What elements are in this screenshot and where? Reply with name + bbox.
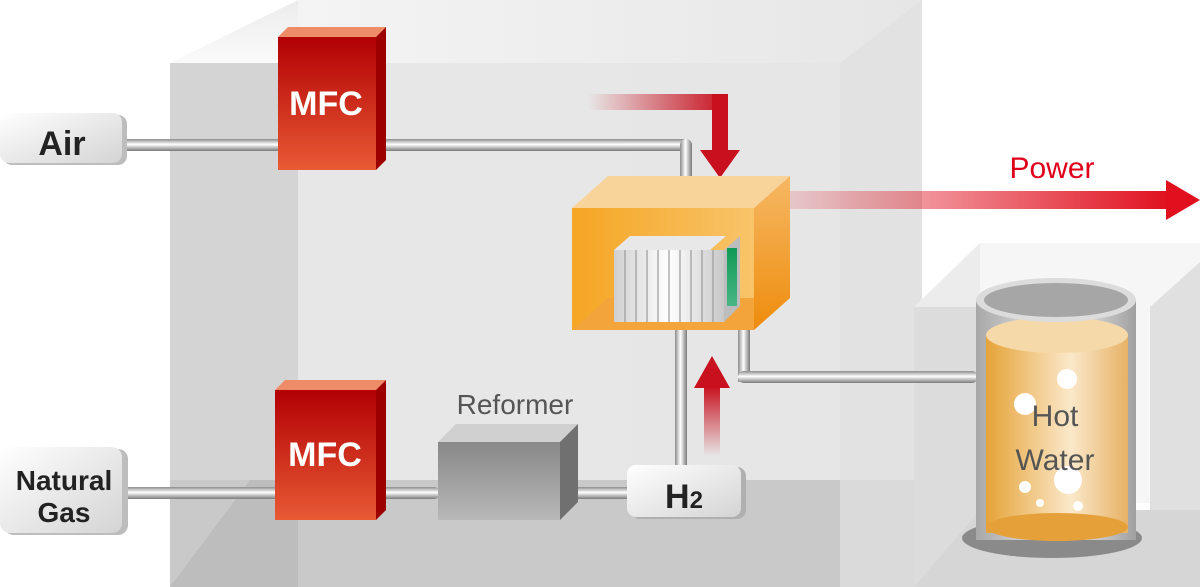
cell-stack [614, 236, 740, 322]
air-input-badge: Air [0, 113, 127, 165]
mfc-bottom-label: MFC [288, 436, 362, 474]
fuel-cell: Cell [572, 171, 790, 330]
h2-label: H [665, 478, 690, 516]
h2-flow-arrow [694, 356, 730, 456]
natural-gas-label-line1: Natural [16, 465, 112, 496]
natural-gas-pipe [124, 487, 635, 499]
air-pipe [124, 139, 692, 189]
power-label: Power [1009, 152, 1094, 185]
mfc-top: MFC [278, 27, 386, 170]
mfc-top-label: MFC [289, 85, 363, 123]
natural-gas-label-line2: Gas [38, 497, 91, 528]
heat-pipe [738, 320, 978, 383]
power-output-arrow [790, 180, 1200, 220]
natural-gas-input-badge: Natural Gas [0, 447, 128, 535]
svg-text:H2: H2 [665, 478, 703, 516]
bubbles [1014, 369, 1083, 511]
reformer: Reformer [438, 389, 578, 520]
hot-water-tank: Hot Water [962, 278, 1142, 558]
reformer-label: Reformer [457, 389, 574, 420]
hot-water-label-line2: Water [1016, 444, 1095, 477]
mfc-bottom: MFC [275, 380, 386, 520]
h2-pipe [675, 330, 687, 470]
hot-water-label-line1: Hot [1032, 400, 1079, 433]
h2-badge: H2 [627, 465, 746, 519]
h2-subscript: 2 [690, 487, 703, 514]
air-label: Air [38, 125, 85, 163]
air-flow-arrow [588, 94, 740, 178]
